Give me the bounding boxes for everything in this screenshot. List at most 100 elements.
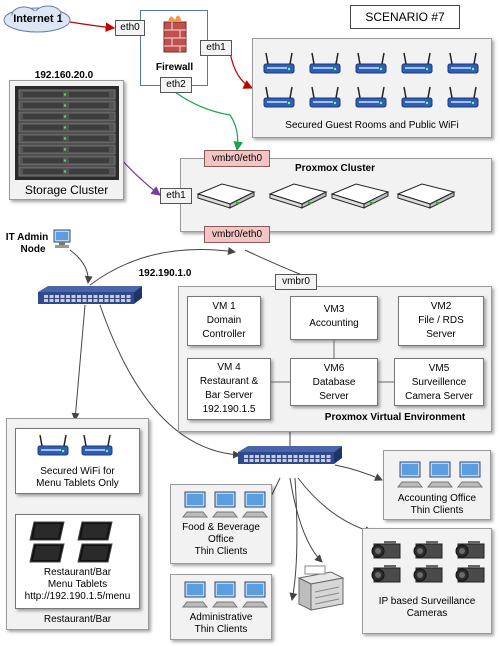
administrative-label: Administrative Thin Clients	[170, 612, 272, 636]
wifi-router-icon	[37, 434, 69, 456]
vm6-line2: Database	[312, 377, 356, 388]
vm1-line3: Controller	[202, 329, 246, 340]
vm5-line3: Camera Server	[405, 391, 473, 402]
thin-client-icon	[396, 461, 424, 488]
vm4-line3: Bar Server	[205, 390, 253, 401]
storage-ip: 192.160.20.0	[34, 70, 94, 81]
vm2-line2: File / RDS	[418, 315, 464, 326]
vm1-box	[187, 296, 261, 346]
vm2-line3: Server	[426, 329, 456, 340]
network-switch-icon	[38, 286, 142, 304]
vm6-line3: Server	[319, 391, 349, 402]
wifi-router-icon	[355, 52, 387, 74]
vm1-label: VM 1 Domain Controller	[187, 300, 261, 342]
thin-client-icon	[241, 581, 269, 608]
storage-eth1: eth1	[160, 188, 192, 204]
ip-camera-icon	[413, 565, 443, 583]
vm4-label: VM 4 Restaurant & Bar Server 192.190.1.5	[187, 361, 271, 417]
server-node-icon	[396, 183, 456, 209]
server-node-icon	[268, 183, 328, 209]
vm1-line1: VM 1	[212, 301, 236, 312]
wifi-router-icon	[447, 86, 479, 108]
firewall-eth2: eth2	[160, 77, 192, 93]
scenario-box	[350, 5, 460, 29]
ip-camera-icon	[455, 541, 485, 559]
vm6-line1: VM6	[323, 363, 345, 374]
vm2-line1: VM2	[430, 301, 452, 312]
ip-camera-icon	[371, 565, 401, 583]
wifi-router-icon	[81, 434, 113, 456]
restaurant-label: Restaurant/Bar	[43, 614, 112, 625]
guest-wifi-label: Secured Guest Rooms and Public WiFi	[285, 120, 459, 131]
food-line2: Office	[208, 534, 234, 545]
vm1-line2: Domain	[206, 315, 242, 326]
firewall-eth0: eth0	[115, 20, 145, 36]
thin-client-icon	[181, 581, 209, 608]
firewall-icon	[163, 15, 187, 53]
accounting-line2: Thin Clients	[410, 505, 464, 516]
wifi-router-icon	[401, 86, 433, 108]
tablets-label: Restaurant/Bar Menu Tablets http://192.1…	[15, 567, 140, 603]
admin-label-line2: Node	[20, 244, 46, 255]
vm2-label: VM2 File / RDS Server	[398, 300, 484, 342]
thin-client-icon	[181, 491, 209, 518]
vm3-line1: VM3	[323, 304, 345, 315]
wifi-router-icon	[401, 52, 433, 74]
printer-icon	[297, 565, 345, 611]
vm-links	[271, 340, 394, 383]
firewall-label: Firewall	[155, 62, 194, 73]
vm6-box	[290, 358, 378, 406]
proxmox-ve-label: Proxmox Virtual Environment	[324, 412, 466, 423]
subnet-label: 192.190.1.0	[138, 268, 192, 279]
tablets-line1: Restaurant/Bar	[43, 567, 112, 578]
cloud-icon	[3, 5, 71, 33]
vm2-box	[398, 296, 484, 346]
vm4-line2: Restaurant &	[199, 376, 259, 387]
thin-client-icon	[456, 461, 484, 488]
vm5-box	[394, 358, 484, 406]
accounting-line1: Accounting Office	[397, 493, 477, 504]
firewall-eth1: eth1	[200, 40, 232, 56]
administrative-line1: Administrative	[189, 612, 253, 623]
vm4-box	[187, 358, 271, 420]
vm6-label: VM6 Database Server	[290, 362, 378, 404]
tablet-icon	[29, 521, 65, 541]
wifi-router-icon	[309, 86, 341, 108]
wifi-router-icon	[309, 52, 341, 74]
vm5-label: VM5 Surveillence Camera Server	[394, 362, 484, 404]
cameras-label: IP based Surveillance Cameras	[362, 596, 492, 620]
server-rack-icon	[15, 86, 119, 180]
vmbr-top-tag: vmbr0/eth0	[204, 150, 270, 167]
vm3-line2: Accounting	[309, 318, 359, 329]
vmbr0-tag: vmbr0	[275, 274, 317, 290]
food-label: Food & Beverage Office Thin Clients	[170, 522, 272, 558]
scenario-title: SCENARIO #7	[365, 10, 445, 24]
vm5-line2: Surveillence	[411, 377, 467, 388]
tablet-icon	[77, 543, 113, 563]
vmbr-bottom-tag: vmbr0/eth0	[204, 226, 270, 243]
ip-camera-icon	[413, 541, 443, 559]
ip-camera-icon	[371, 541, 401, 559]
proxmox-cluster-label: Proxmox Cluster	[294, 163, 376, 174]
cameras-line1: IP based Surveillance	[378, 596, 476, 607]
food-line1: Food & Beverage	[182, 522, 260, 533]
vm3-label: VM3 Accounting	[290, 303, 378, 331]
vm4-line1: VM 4	[217, 362, 241, 373]
restaurant-wifi-box	[15, 428, 140, 494]
restaurant-wifi-label: Secured WiFi for Menu Tablets Only	[15, 466, 140, 490]
administrative-line2: Thin Clients	[194, 624, 248, 635]
server-node-icon	[330, 183, 390, 209]
thin-client-icon	[426, 461, 454, 488]
tablet-icon	[77, 521, 113, 541]
tablets-line2: Menu Tablets	[47, 579, 108, 590]
wifi-router-icon	[263, 52, 295, 74]
admin-label-line1: IT Admin	[5, 232, 49, 243]
ip-camera-icon	[455, 565, 485, 583]
wifi-router-icon	[355, 86, 387, 108]
wifi-router-icon	[447, 52, 479, 74]
vm5-line1: VM5	[428, 363, 450, 374]
wifi-router-icon	[263, 86, 295, 108]
internet-label: Internet 1	[13, 13, 63, 25]
tablet-icon	[29, 543, 65, 563]
